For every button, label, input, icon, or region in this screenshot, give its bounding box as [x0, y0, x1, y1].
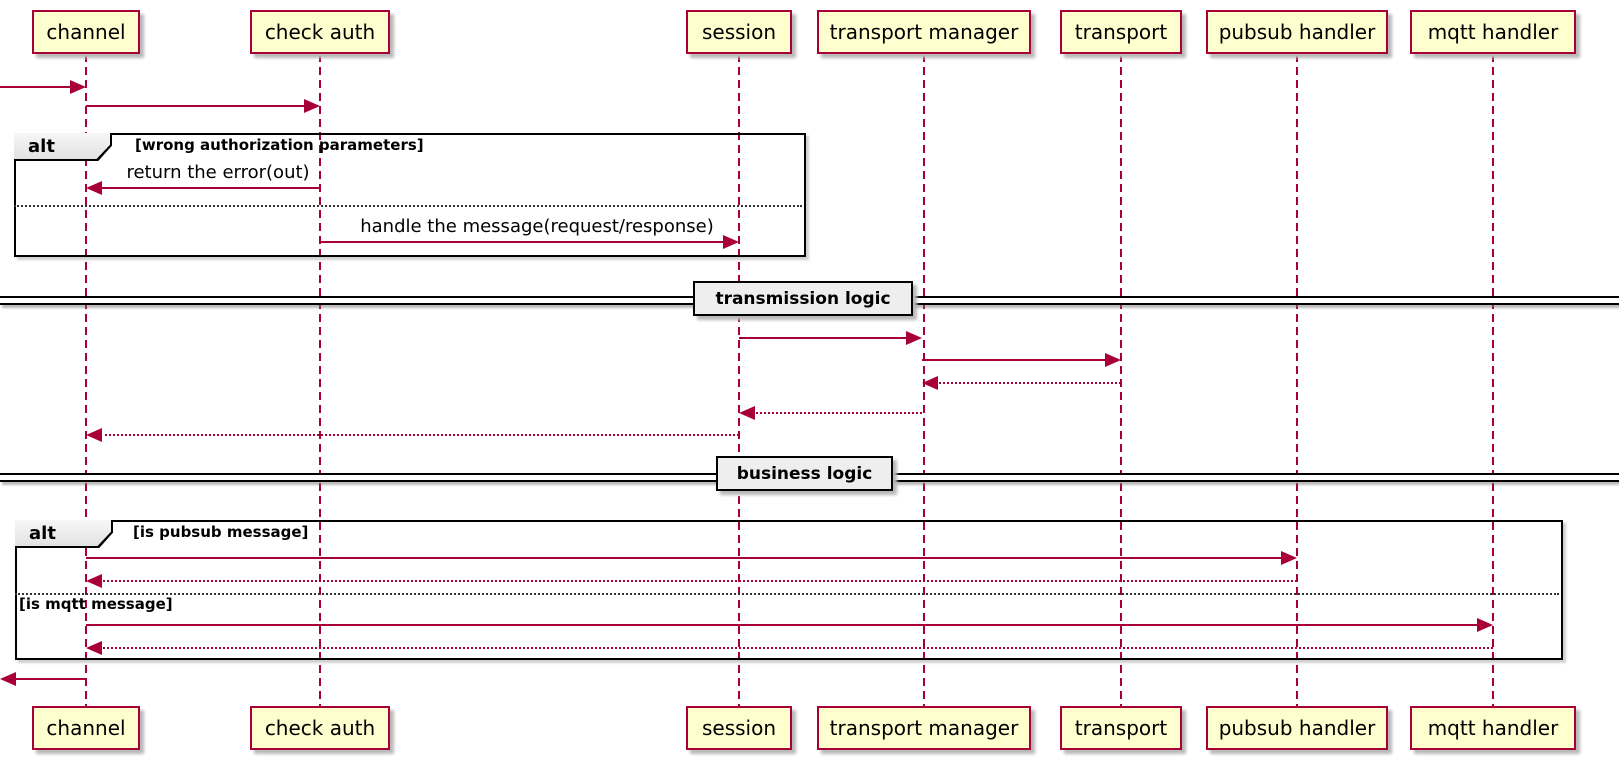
- message-line-mqtt-return: [100, 647, 1493, 649]
- message-arrowhead-channel-to-check-auth: [304, 99, 320, 113]
- message-arrowhead-outgoing-response: [0, 672, 16, 686]
- message-line-incoming-request: [0, 86, 72, 88]
- message-line-session-return: [100, 434, 739, 436]
- participant-top-pubsub-handler: pubsub handler: [1206, 10, 1388, 54]
- message-arrowhead-return-the-error: [86, 181, 102, 195]
- message-arrowhead-channel-to-mqtt: [1477, 618, 1493, 632]
- message-line-pubsub-return: [100, 580, 1297, 582]
- lifeline-pubsub-handler: [1296, 54, 1298, 706]
- participant-bottom-session: session: [686, 706, 792, 750]
- participant-bottom-check-auth: check auth: [250, 706, 390, 750]
- lifeline-mqtt-handler: [1492, 54, 1494, 706]
- message-line-channel-to-pubsub: [86, 557, 1283, 559]
- message-line-channel-to-check-auth: [86, 105, 306, 107]
- fragment-tab-alt-message-type: alt: [15, 520, 113, 548]
- fragment-label-alt-message-type: alt: [15, 520, 111, 546]
- participant-top-check-auth: check auth: [250, 10, 390, 54]
- message-line-transport-mgr-return: [753, 412, 922, 414]
- message-arrowhead-pubsub-return: [86, 574, 102, 588]
- participant-top-mqtt-handler: mqtt handler: [1410, 10, 1576, 54]
- message-arrowhead-transport-mgr-to-transport: [1105, 353, 1121, 367]
- lifeline-check-auth: [319, 54, 321, 706]
- fragment-separator-alt-message-type-0: [15, 593, 1559, 595]
- message-arrowhead-handle-the-message: [723, 235, 739, 249]
- divider-label-0: transmission logic: [693, 281, 913, 316]
- participant-bottom-transport-manager: transport manager: [817, 706, 1031, 750]
- participant-top-session: session: [686, 10, 792, 54]
- message-arrowhead-mqtt-return: [86, 641, 102, 655]
- message-line-channel-to-mqtt: [86, 624, 1479, 626]
- message-line-transport-return: [936, 382, 1121, 384]
- fragment-separator-alt-authorization-0: [14, 205, 802, 207]
- participant-bottom-pubsub-handler: pubsub handler: [1206, 706, 1388, 750]
- lifeline-session: [738, 54, 740, 706]
- participant-bottom-transport: transport: [1060, 706, 1182, 750]
- divider-label-1: business logic: [716, 456, 893, 491]
- participant-bottom-channel: channel: [32, 706, 140, 750]
- fragment-guard-alt-authorization-0: [wrong authorization parameters]: [135, 136, 424, 154]
- participant-top-transport: transport: [1060, 10, 1182, 54]
- fragment-guard-alt-message-type-0: [is pubsub message]: [133, 523, 309, 541]
- fragment-alt-message-type: alt: [15, 520, 1563, 660]
- lifeline-transport: [1120, 54, 1122, 706]
- participant-bottom-mqtt-handler: mqtt handler: [1410, 706, 1576, 750]
- message-line-session-to-transport-mgr: [739, 337, 908, 339]
- lifeline-channel: [85, 54, 87, 706]
- fragment-alt-authorization: alt: [14, 133, 806, 257]
- message-line-transport-mgr-to-transport: [922, 359, 1107, 361]
- participant-top-channel: channel: [32, 10, 140, 54]
- message-arrowhead-session-return: [86, 428, 102, 442]
- message-arrowhead-channel-to-pubsub: [1281, 551, 1297, 565]
- message-line-outgoing-response: [14, 678, 86, 680]
- fragment-label-alt-authorization: alt: [14, 133, 110, 159]
- message-arrowhead-session-to-transport-mgr: [906, 331, 922, 345]
- message-arrowhead-incoming-request: [70, 80, 86, 94]
- message-arrowhead-transport-return: [922, 376, 938, 390]
- fragment-guard-alt-message-type-1: [is mqtt message]: [19, 595, 173, 613]
- participant-top-transport-manager: transport manager: [817, 10, 1031, 54]
- message-line-handle-the-message: [320, 241, 725, 243]
- message-line-return-the-error: [100, 187, 320, 189]
- message-label-handle-the-message: handle the message(request/response): [360, 216, 714, 237]
- fragment-tab-alt-authorization: alt: [14, 133, 112, 161]
- message-label-return-the-error: return the error(out): [126, 162, 310, 183]
- message-arrowhead-transport-mgr-return: [739, 406, 755, 420]
